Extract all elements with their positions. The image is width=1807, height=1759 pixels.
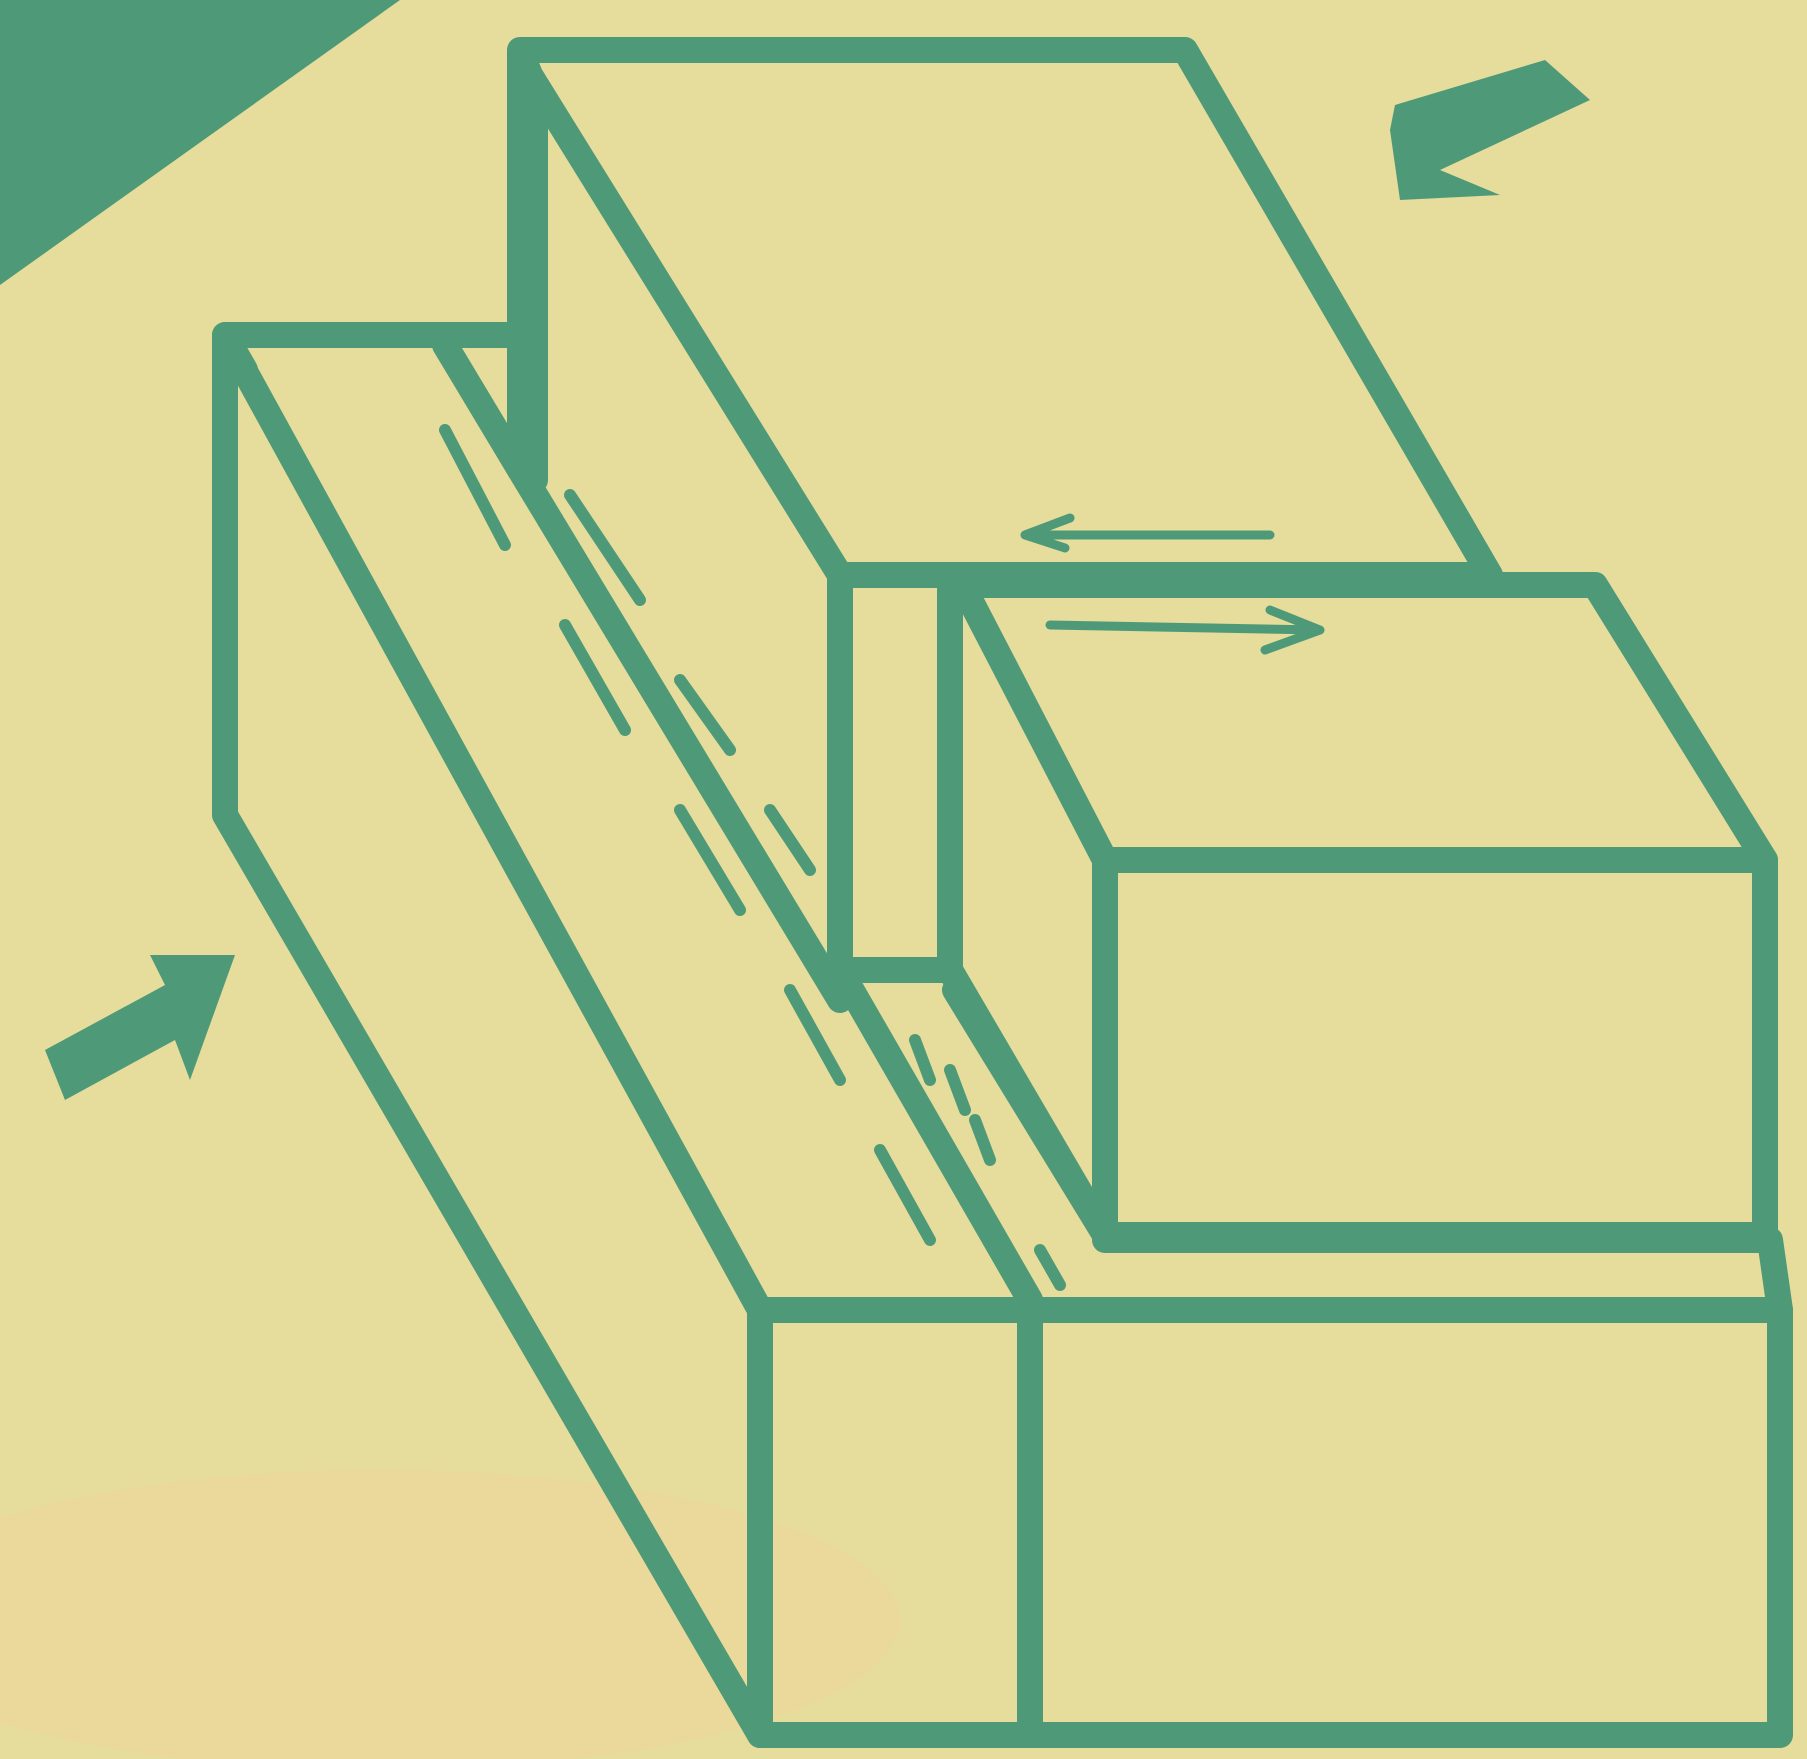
left-block-top-inner-edge: [225, 335, 245, 370]
